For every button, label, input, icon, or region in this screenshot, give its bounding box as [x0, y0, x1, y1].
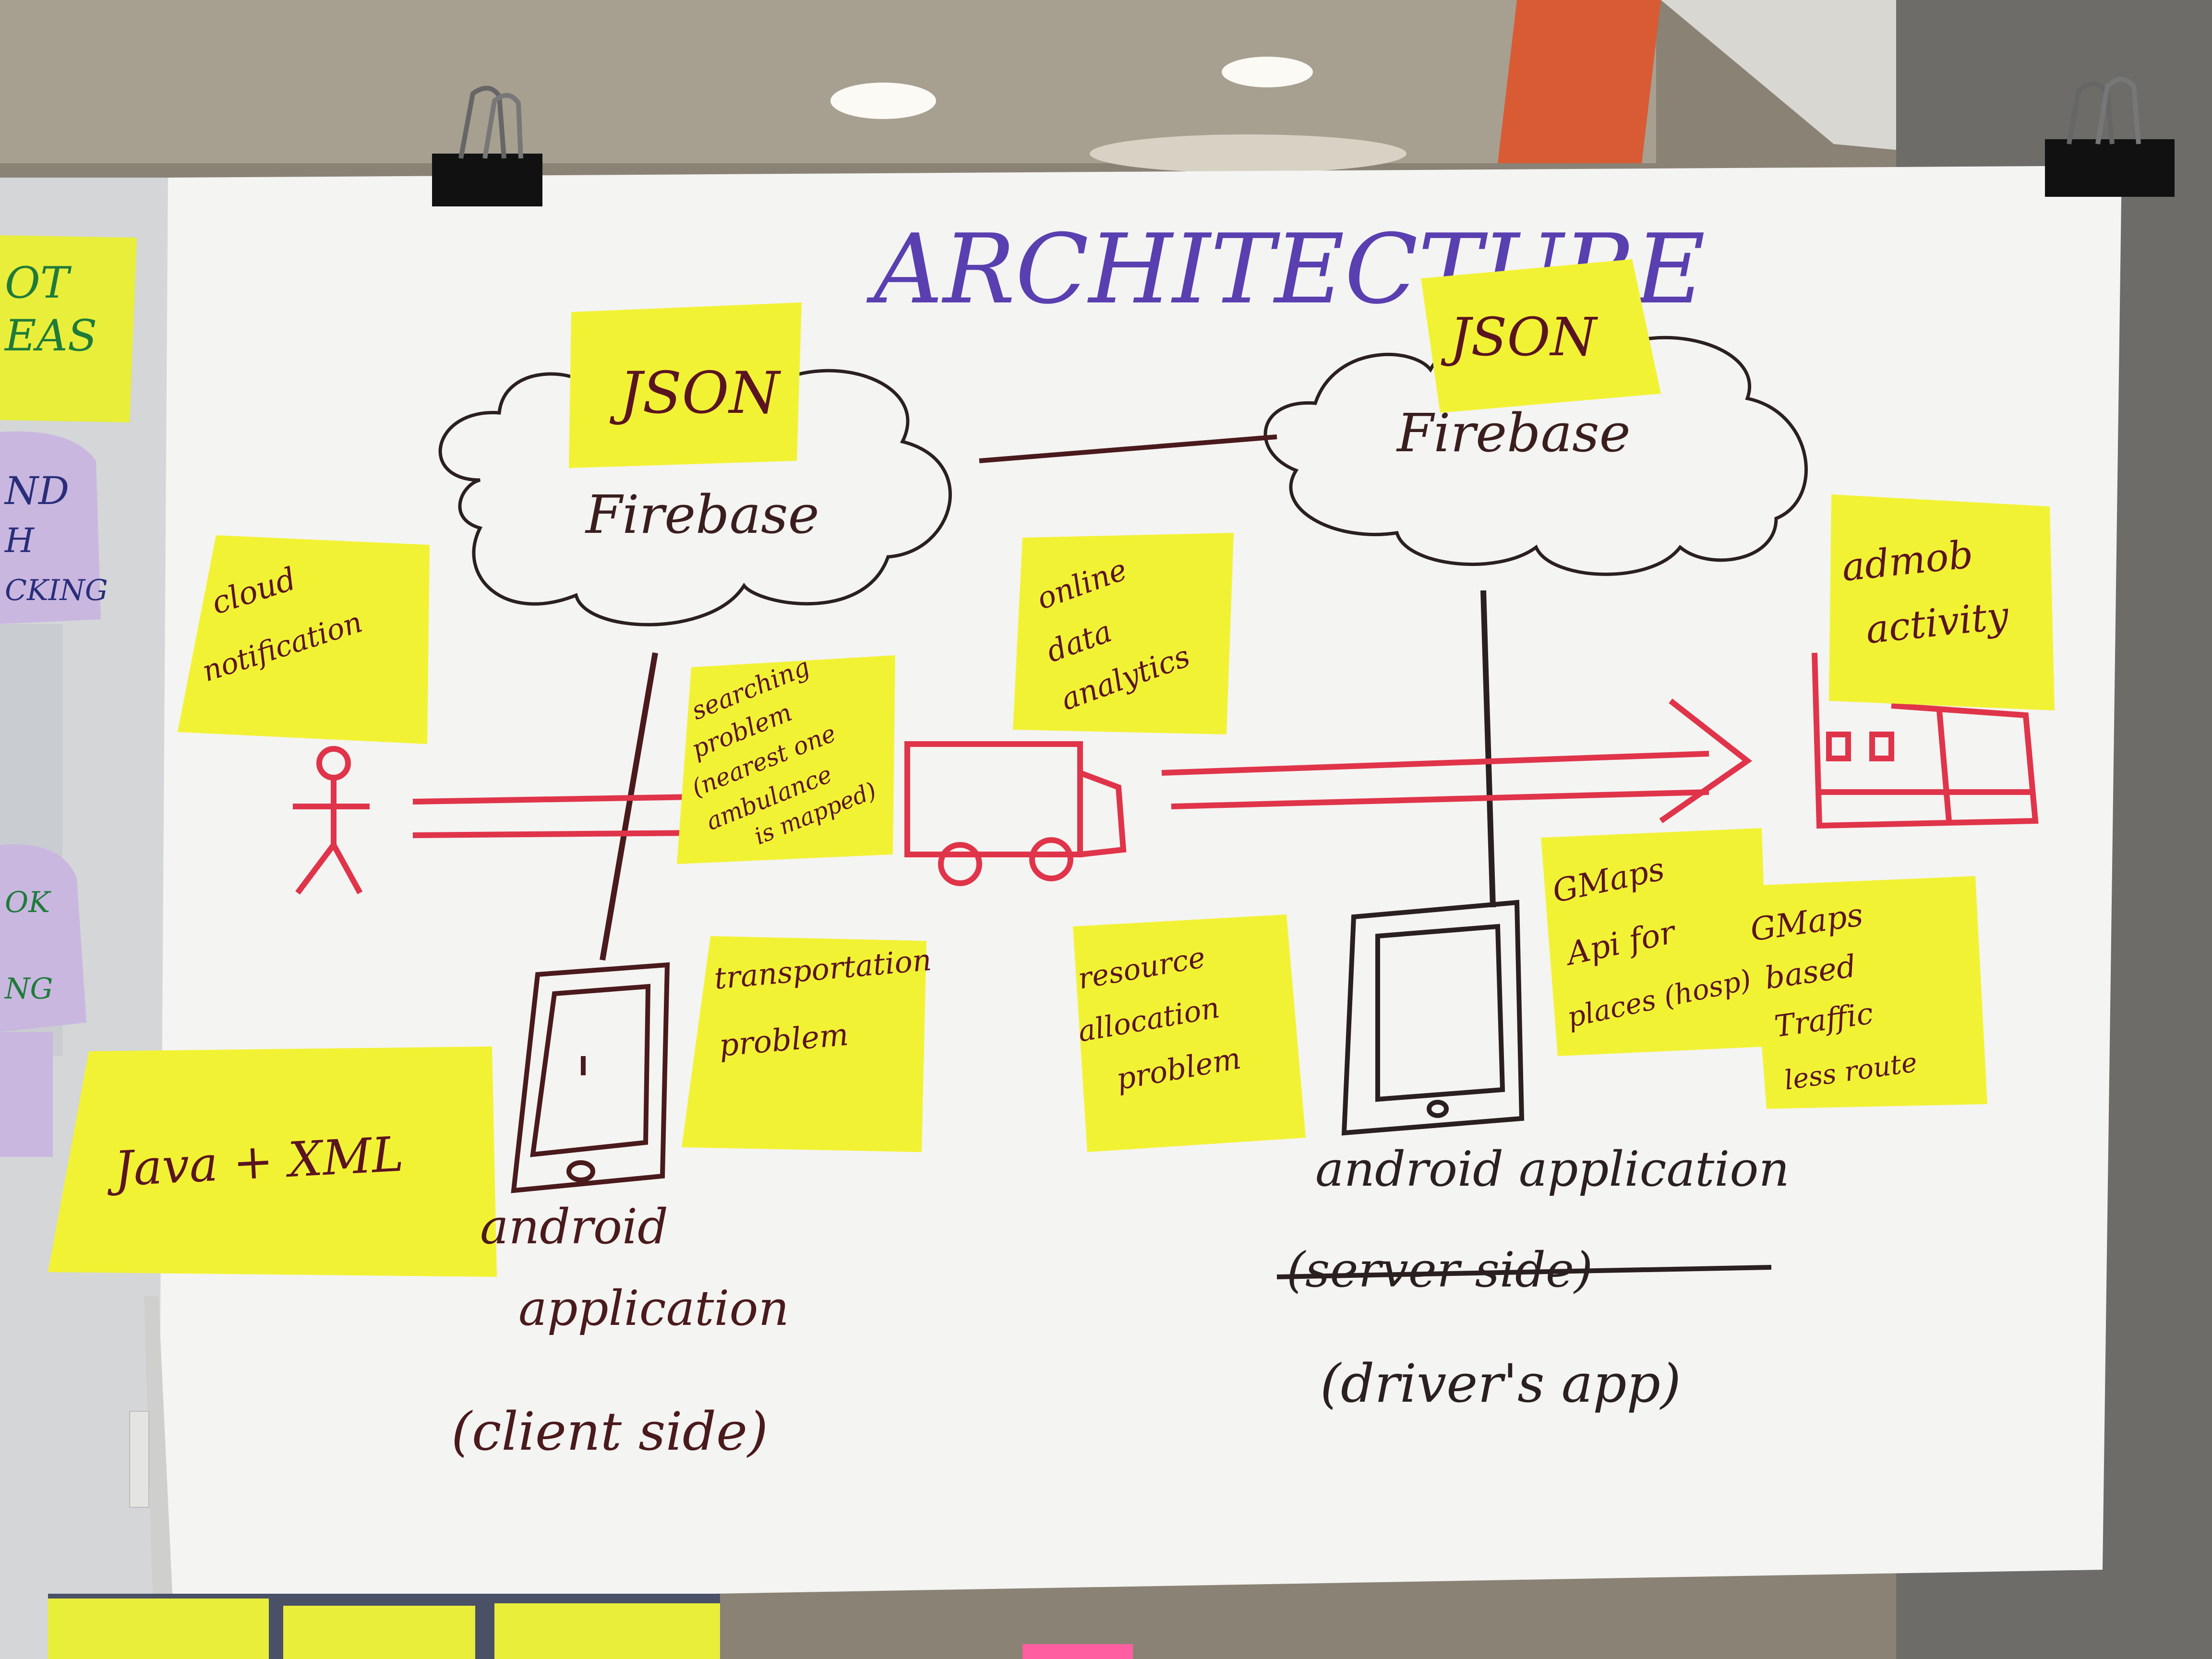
- cloud-link-line: [979, 434, 1277, 463]
- left-note-text-5: CKING: [5, 574, 108, 607]
- label-line: (driver's app): [1320, 1353, 1681, 1414]
- paper-sheet: [158, 166, 2122, 1603]
- cloud-firebase-server: Firebase: [1263, 321, 1808, 576]
- sticky-java-xml: Java + XML: [48, 1046, 497, 1277]
- left-note-text-2: EAS: [4, 311, 97, 361]
- sticky-text: JSON: [1441, 306, 1599, 368]
- sticky-transportation-problem: transportation problem: [682, 936, 933, 1152]
- sticky-json-server: JSON: [1421, 259, 1661, 413]
- binder-clip-icon: [432, 85, 542, 206]
- label-line: (client side): [451, 1401, 768, 1462]
- sticky-gmaps-traffic-route: GMaps based Traffic less route: [1748, 876, 1987, 1109]
- sticky-json-client: JSON: [569, 302, 802, 468]
- paper-edge: [144, 1296, 173, 1632]
- truck-icon: [904, 741, 1127, 886]
- sticky-gmaps-api-places: GMaps Api for places (hosp): [1541, 828, 1769, 1056]
- label-line: application: [518, 1280, 789, 1336]
- label-line: android: [480, 1199, 668, 1255]
- pink-note-bottom: [1022, 1644, 1133, 1659]
- ceiling-light: [1222, 57, 1313, 87]
- flow-arrow: [412, 698, 1753, 838]
- cloud-label: Firebase: [1396, 402, 1631, 464]
- tablet-icon: [1341, 900, 1525, 1136]
- left-note-text-4: H: [4, 521, 35, 560]
- server-connector-line: [1480, 590, 1496, 908]
- left-note-text-3: ND: [4, 469, 69, 513]
- person-icon: [293, 746, 370, 895]
- sticky-note-bottom: [48, 1599, 269, 1659]
- ceiling: [0, 0, 1656, 163]
- driver-app-label: android application (server side) (drive…: [1276, 1141, 1790, 1414]
- client-connector-line: [600, 652, 658, 961]
- paper-brand-mark: [129, 1411, 149, 1508]
- label-line: android application: [1315, 1141, 1790, 1197]
- ceiling-light: [830, 83, 936, 119]
- lavender-note: [0, 844, 86, 1032]
- left-note-text-7: NG: [4, 972, 53, 1006]
- sticky-note-bottom: [283, 1606, 475, 1659]
- cloud-firebase-client: Firebase: [438, 354, 952, 626]
- sticky-note-bottom: [494, 1603, 720, 1659]
- client-app-label: android application (client side): [451, 1199, 789, 1462]
- orange-wall: [1498, 0, 1661, 163]
- left-wall-notes: OT EAS ND H CKING OK NG: [0, 235, 137, 1157]
- lavender-note: [0, 1032, 53, 1157]
- hospital-icon: [1812, 652, 2039, 829]
- binder-clip-icon: [2045, 77, 2175, 197]
- sticky-searching-problem: searching problem (nearest one ambulance…: [677, 652, 895, 864]
- ceiling-fixture: [1090, 134, 1407, 173]
- sticky-note-left: [0, 235, 137, 422]
- lavender-note: [0, 431, 101, 624]
- strikethrough-line: [1276, 1265, 1772, 1279]
- left-note-text-1: OT: [5, 258, 72, 308]
- sticky-online-data-analytics: online data analytics: [1013, 533, 1234, 734]
- sticky-text: JSON: [609, 360, 781, 427]
- left-note-text-6: OK: [5, 886, 51, 919]
- tablet-icon: [511, 962, 670, 1193]
- cloud-label: Firebase: [585, 484, 819, 545]
- sticky-admob-activity: admob activity: [1829, 494, 2055, 710]
- sticky-resource-allocation-problem: resource allocation problem: [1073, 914, 1306, 1152]
- sticky-cloud-notification: cloud notification: [178, 535, 430, 744]
